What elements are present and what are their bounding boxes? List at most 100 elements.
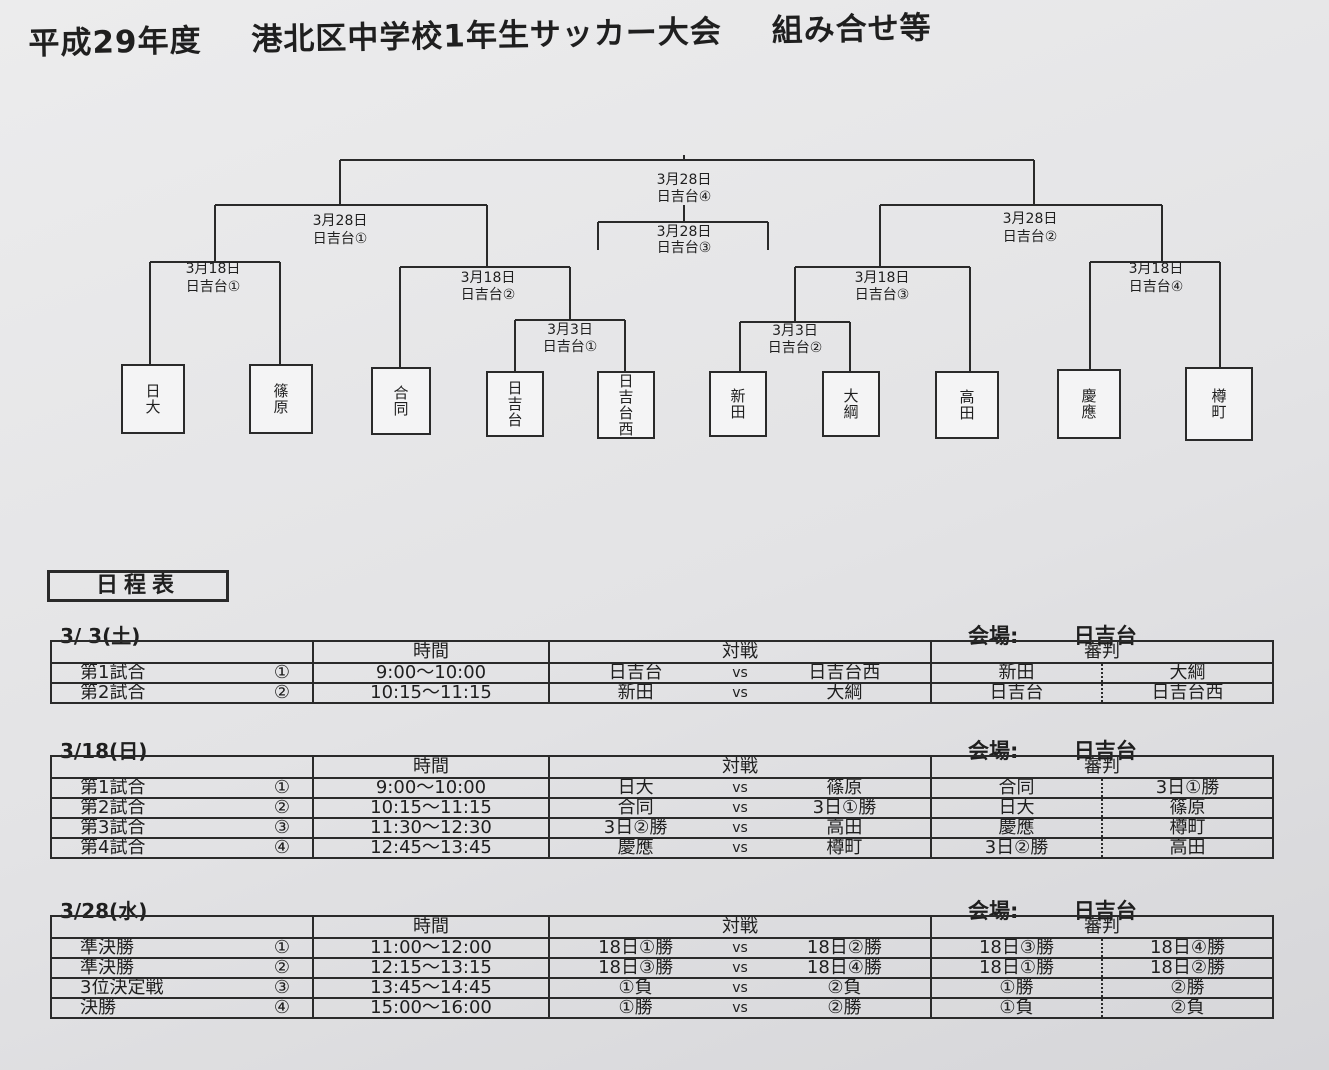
team-a: 18日③勝 xyxy=(598,958,674,978)
team-box-9 xyxy=(1057,369,1121,439)
referee-a: ①負 xyxy=(933,1000,1103,1016)
semi-left-date: 3月28日 xyxy=(313,213,368,229)
team-label: 慶應 xyxy=(1081,387,1096,421)
team-box-10 xyxy=(1185,367,1253,441)
referee-cell: 18日①勝 18日②勝 xyxy=(930,957,1274,979)
game-number: ① xyxy=(273,663,290,683)
vs-label: vs xyxy=(732,1000,748,1016)
game-name: 第2試合 xyxy=(80,798,146,818)
header-time: 時間 xyxy=(312,915,550,939)
header-referee: 審判 xyxy=(930,915,1274,939)
referee-a: 日吉台 xyxy=(933,685,1103,701)
team-b: 篠原 xyxy=(826,778,863,798)
referee-a: ①勝 xyxy=(933,980,1103,996)
qf4-venue: 日吉台④ xyxy=(1129,279,1184,295)
header-referee: 審判 xyxy=(930,755,1274,779)
vs-label: vs xyxy=(732,685,748,701)
qf2-date: 3月18日 xyxy=(461,270,516,286)
team-label: 高田 xyxy=(959,388,974,422)
vs-label: vs xyxy=(732,940,748,956)
game-time: 10:15〜11:15 xyxy=(312,682,550,704)
final-date: 3月28日 xyxy=(657,172,712,188)
header-time: 時間 xyxy=(312,640,550,664)
referee-b: 18日②勝 xyxy=(1149,958,1226,978)
team-box-7 xyxy=(822,371,880,437)
team-a: ①負 xyxy=(618,978,653,998)
team-label: 日大 xyxy=(145,382,160,416)
game-number: ③ xyxy=(273,978,290,998)
game-name: 第4試合 xyxy=(80,838,146,858)
game-time: 15:00〜16:00 xyxy=(312,997,550,1019)
final-venue: 日吉台④ xyxy=(657,189,712,205)
team-box-5 xyxy=(597,371,655,439)
referee-a: 18日①勝 xyxy=(933,960,1103,976)
qf2-venue: 日吉台② xyxy=(461,287,516,303)
referee-a: 日大 xyxy=(933,800,1103,816)
vs-label: vs xyxy=(732,800,748,816)
game-number: ② xyxy=(273,958,290,978)
table-header-row: 時間対戦審判 xyxy=(50,915,1274,939)
team-box-2 xyxy=(249,364,313,434)
header-match: 対戦 xyxy=(548,640,932,664)
referee-b: 樽町 xyxy=(1169,818,1206,838)
game-name: 3位決定戦 xyxy=(80,978,164,998)
game-name: 決勝 xyxy=(80,998,116,1018)
referee-b: ②負 xyxy=(1170,998,1205,1018)
game-number: ④ xyxy=(273,998,290,1018)
referee-cell: 慶應樽町 xyxy=(930,817,1274,839)
team-b: 3日①勝 xyxy=(812,798,877,818)
team-a: 日吉台 xyxy=(608,663,663,683)
referee-b: ②勝 xyxy=(1170,978,1205,998)
game-number: ① xyxy=(273,938,290,958)
team-b: 日吉台西 xyxy=(808,663,881,683)
header-referee: 審判 xyxy=(930,640,1274,664)
team-box-6 xyxy=(709,371,767,437)
game-cell: 3位決定戦 ③ xyxy=(50,977,314,999)
team-b: 高田 xyxy=(826,818,863,838)
game-cell: 決勝 ④ xyxy=(50,997,314,1019)
semi-right-venue: 日吉台② xyxy=(1003,229,1058,245)
team-a: 新田 xyxy=(617,683,654,703)
vs-label: vs xyxy=(732,780,748,796)
semi-left-venue: 日吉台① xyxy=(313,231,368,247)
referee-a: 18日③勝 xyxy=(933,940,1103,956)
game-name: 準決勝 xyxy=(80,958,134,978)
table-header-row: 時間対戦審判 xyxy=(50,755,1274,779)
referee-a: 合同 xyxy=(933,780,1103,796)
header-match: 対戦 xyxy=(548,915,932,939)
team-box-3 xyxy=(371,367,431,435)
third-date: 3月28日 xyxy=(657,224,712,240)
team-a: 慶應 xyxy=(617,838,654,858)
team-a: 3日②勝 xyxy=(603,818,668,838)
header-blank xyxy=(50,640,314,664)
qf4-date: 3月18日 xyxy=(1129,261,1184,277)
game-time: 9:00〜10:00 xyxy=(312,777,550,799)
game-name: 第1試合 xyxy=(80,778,146,798)
team-label: 篠原 xyxy=(273,382,288,416)
team-box-8 xyxy=(935,371,999,439)
referee-b: 篠原 xyxy=(1169,798,1206,818)
game-time: 11:30〜12:30 xyxy=(312,817,550,839)
qf1-date: 3月18日 xyxy=(186,261,241,277)
team-b: 樽町 xyxy=(826,838,863,858)
r1a-venue: 日吉台① xyxy=(543,339,598,355)
